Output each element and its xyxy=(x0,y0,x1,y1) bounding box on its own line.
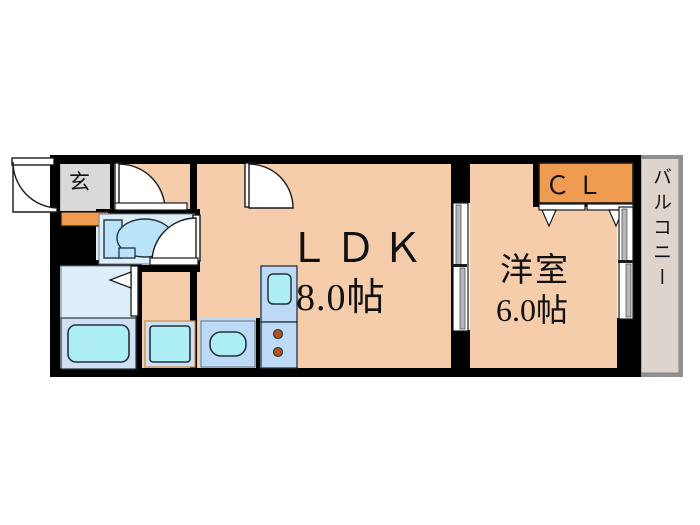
balcony-window-handle xyxy=(618,260,633,263)
bath-door-fold-arrow xyxy=(108,271,132,289)
balcony-window-group[interactable] xyxy=(618,155,683,377)
wall-right xyxy=(632,155,641,377)
balcony-rail-bottom xyxy=(641,373,683,377)
wall-hall-ldk-upper xyxy=(190,163,197,210)
balcony-floor xyxy=(640,157,680,374)
wall-closet-left xyxy=(533,163,540,207)
ldk-door-swing-arc xyxy=(248,163,294,209)
stove-burner-front-icon xyxy=(272,328,284,340)
wall-left xyxy=(50,155,60,377)
wall-partition-top-jamb xyxy=(451,163,470,203)
wash-basin xyxy=(209,331,247,357)
toilet-base xyxy=(118,247,136,259)
wall-bottom xyxy=(50,368,641,377)
closet-door-leaf-left[interactable] xyxy=(538,203,586,211)
washroom-group xyxy=(144,320,256,368)
genkan-floor xyxy=(59,162,113,216)
washing-machine xyxy=(149,325,191,363)
bath-door-frame[interactable] xyxy=(130,265,139,317)
stove-burner-rear-icon xyxy=(272,346,284,358)
balcony-rail-outer xyxy=(679,155,683,377)
closet-fold-arrow-left xyxy=(541,209,557,228)
wall-bath-right xyxy=(136,265,142,369)
bathtub xyxy=(67,324,130,363)
balcony-window-panel-upper[interactable] xyxy=(621,208,628,262)
wall-genkan-right xyxy=(110,163,114,215)
room-sliding-door-panel-upper[interactable] xyxy=(455,204,462,266)
walls xyxy=(50,155,641,377)
wall-kitchen-left xyxy=(256,318,260,369)
entry-door-swing-arc xyxy=(12,161,58,213)
wall-bedroom-right-bottom xyxy=(617,318,632,369)
wall-top xyxy=(50,155,641,164)
hall-doors-group xyxy=(149,162,294,266)
balcony-window-panel-lower[interactable] xyxy=(625,263,632,318)
stove-unit xyxy=(260,321,298,369)
wall-toilet-bottom xyxy=(96,265,200,272)
bath-group xyxy=(60,265,139,370)
entry-door-leaf[interactable] xyxy=(11,157,55,166)
toilet-door-threshold xyxy=(114,202,188,211)
kitchen-sink xyxy=(267,273,292,305)
wall-partition-bottom-jamb xyxy=(451,330,470,369)
room-sliding-door-handle xyxy=(452,264,467,267)
kitchen-group xyxy=(260,265,298,369)
room-sliding-door-group[interactable] xyxy=(452,202,469,332)
balcony-rail-top xyxy=(641,155,683,159)
closet-box xyxy=(538,162,634,204)
closet-group xyxy=(538,162,634,228)
room-sliding-door-panel-lower[interactable] xyxy=(459,267,466,330)
corridor-door-threshold xyxy=(149,257,199,266)
wall-toilet-top xyxy=(96,209,200,215)
